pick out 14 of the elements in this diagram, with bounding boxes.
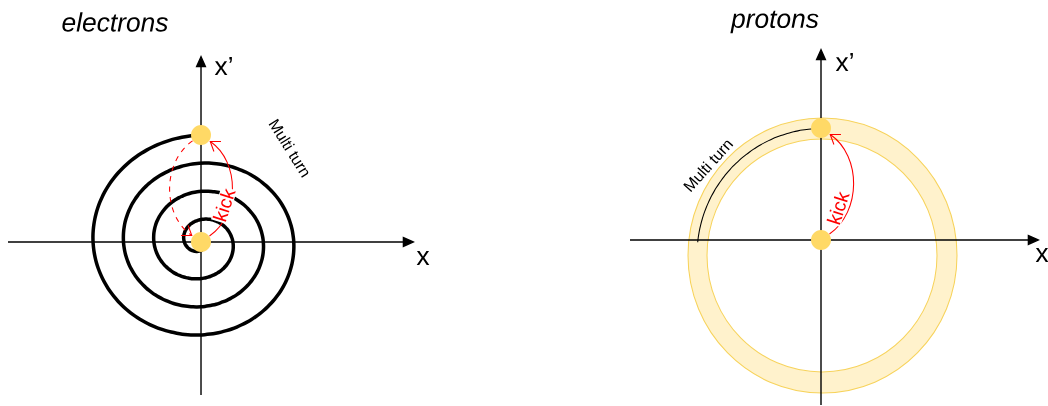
edge-label: kick <box>211 185 237 225</box>
panel-title: electrons <box>62 12 168 32</box>
axis-label: x’ <box>835 52 853 72</box>
edge-label: kick <box>825 188 851 228</box>
dot <box>191 232 211 252</box>
arrow <box>169 140 194 237</box>
axis-label: x <box>1035 248 1048 262</box>
panel-title: protons <box>730 10 819 34</box>
axis-label: x’ <box>214 56 232 76</box>
axis-label: x <box>416 251 430 265</box>
arrow <box>828 133 855 235</box>
dot <box>191 125 211 145</box>
dot <box>811 230 831 250</box>
dot <box>811 118 831 138</box>
